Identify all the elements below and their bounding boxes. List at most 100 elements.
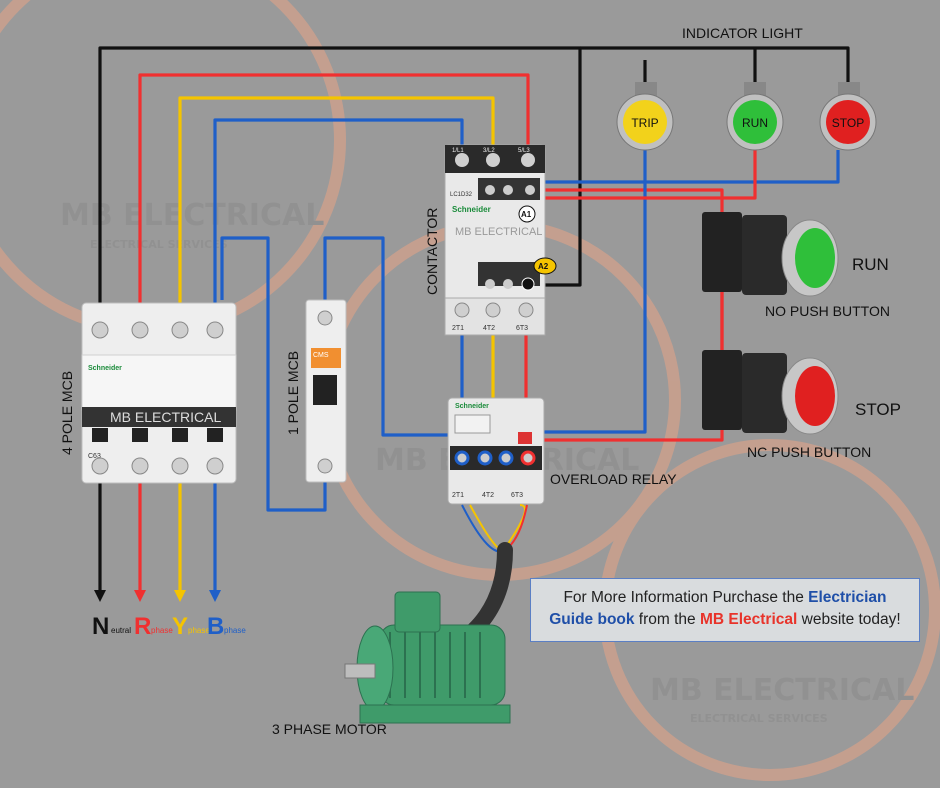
stop-button-label: STOP bbox=[855, 400, 901, 419]
mcb4-terminal-top-1 bbox=[91, 321, 109, 339]
info-line2-brand[interactable]: MB Electrical bbox=[699, 611, 798, 628]
mcb1-label-strip bbox=[311, 348, 341, 368]
mcb1-terminal-bottom bbox=[317, 458, 333, 474]
stop-push-button[interactable] bbox=[702, 350, 839, 435]
overload-terminal-3: 6T3 bbox=[511, 492, 523, 499]
info-box: For More Information Purchase the Electr… bbox=[530, 578, 920, 642]
wire-r-in bbox=[138, 73, 530, 305]
run-button-cap[interactable] bbox=[795, 228, 835, 288]
contactor-top-terminal-3: 5/L3 bbox=[518, 148, 530, 154]
arrow-b bbox=[209, 590, 221, 602]
mcb1-terminal-top bbox=[317, 310, 333, 326]
lamp-trip-label: TRIP bbox=[631, 116, 658, 130]
mcb4-toggle-2[interactable] bbox=[132, 428, 148, 442]
indicator-light-label: INDICATOR LIGHT bbox=[682, 25, 803, 41]
wire-blue-trip-lamp bbox=[540, 150, 647, 434]
watermark-sub-left: ELECTRICAL SERVICES bbox=[90, 238, 228, 251]
phase-legend: N eutral R phase Y phase B phase bbox=[92, 613, 246, 640]
lamp-run-base bbox=[744, 82, 766, 96]
contactor-aux-top-1 bbox=[485, 185, 495, 195]
phase-arrows bbox=[94, 590, 221, 602]
overload-brand: Schneider bbox=[455, 403, 489, 410]
overload-aux-3 bbox=[498, 450, 514, 466]
stop-button-cap[interactable] bbox=[795, 366, 835, 426]
contactor-terminal-top-2 bbox=[486, 153, 500, 167]
run-button-label: RUN bbox=[852, 255, 889, 274]
motor-shaft bbox=[344, 663, 376, 679]
mcb4-band bbox=[82, 407, 236, 427]
info-line2-em[interactable]: Guide book bbox=[549, 611, 635, 628]
lamp-trip-lens bbox=[623, 100, 667, 144]
lamp-stop: STOP bbox=[819, 82, 877, 151]
mcb4-label: 4 POLE MCB bbox=[59, 371, 75, 455]
mcb4-band-text: MB ELECTRICAL bbox=[110, 409, 221, 425]
contactor-terminal-top-1 bbox=[455, 153, 469, 167]
contactor-terminal-bottom-2 bbox=[485, 302, 501, 318]
contactor-label: CONTACTOR bbox=[424, 208, 440, 295]
lamp-trip-base bbox=[635, 82, 657, 96]
contactor-a1-label: A1 bbox=[521, 210, 532, 219]
mcb4-terminal-bottom-4 bbox=[206, 457, 224, 475]
mcb4-terminal-bottom-1 bbox=[91, 457, 109, 475]
watermark-brand-right: MB ELECTRICAL bbox=[650, 673, 914, 708]
mcb-1-pole: CMS bbox=[305, 299, 347, 483]
contactor-terminal-top-3 bbox=[521, 153, 535, 167]
contactor-aux-bottom-1 bbox=[485, 279, 495, 289]
mcb4-terminal-top-4 bbox=[206, 321, 224, 339]
contactor-aux-top-2 bbox=[503, 185, 513, 195]
wire-b-to-mcb1 bbox=[220, 236, 327, 512]
mcb4-toggle-1[interactable] bbox=[92, 428, 108, 442]
stop-button-contact-block bbox=[702, 350, 742, 430]
contactor-body-text: MB ELECTRICAL bbox=[455, 226, 542, 238]
info-line2-post: website today! bbox=[797, 611, 901, 628]
mcb4-label-panel bbox=[81, 354, 237, 411]
contactor-a1-terminal bbox=[518, 205, 536, 223]
wire-blue-stop-lamp bbox=[540, 150, 840, 184]
overload-relay: Schneider 2T1 4T2 6T3 bbox=[447, 397, 545, 505]
contactor-a2-terminal bbox=[521, 277, 535, 291]
wires bbox=[98, 46, 850, 590]
run-button-body bbox=[742, 215, 787, 295]
motor-base bbox=[359, 704, 511, 724]
mcb4-toggle-3[interactable] bbox=[172, 428, 188, 442]
phase-r-letter: R bbox=[134, 613, 151, 640]
mcb4-rating: C63 bbox=[88, 453, 101, 460]
wire-mcb1-to-ol bbox=[323, 236, 460, 437]
overload-terminal-1: 2T1 bbox=[452, 492, 464, 499]
contactor-terminal-bottom-1 bbox=[454, 302, 470, 318]
phase-n-suffix: eutral bbox=[111, 626, 131, 635]
overload-terminal-2: 4T2 bbox=[482, 492, 494, 499]
contactor-bottom-terminal-1: 2T1 bbox=[452, 325, 464, 332]
motor-terminal-box bbox=[394, 591, 441, 633]
contactor-bottom-terminal-2: 4T2 bbox=[483, 325, 495, 332]
overload-reset-button[interactable] bbox=[518, 432, 532, 444]
contactor-aux-top-3 bbox=[525, 185, 535, 195]
wire-red-run-lamp bbox=[540, 150, 757, 200]
info-line1-em[interactable]: Electrician bbox=[808, 589, 887, 606]
mcb-4-pole: MB ELECTRICAL Schneider C63 bbox=[81, 302, 237, 484]
mcb4-terminal-bottom-2 bbox=[131, 457, 149, 475]
mcb1-toggle[interactable] bbox=[313, 375, 337, 405]
overload-relay-label: OVERLOAD RELAY bbox=[550, 471, 677, 487]
overload-aux-1 bbox=[454, 450, 470, 466]
phase-y-letter: Y bbox=[172, 613, 188, 640]
mcb4-toggle-4[interactable] bbox=[207, 428, 223, 442]
wire-y-in bbox=[178, 96, 495, 305]
lamp-stop-lens bbox=[826, 100, 870, 144]
mcb4-brand: Schneider bbox=[88, 365, 122, 372]
watermark-sub-right: ELECTRICAL SERVICES bbox=[690, 712, 828, 725]
arrow-y bbox=[174, 590, 186, 602]
mcb1-label: 1 POLE MCB bbox=[285, 351, 301, 435]
phase-n-letter: N bbox=[92, 613, 109, 640]
phase-b-suffix: phase bbox=[224, 626, 246, 635]
mcb1-brand: CMS bbox=[313, 352, 329, 359]
mcb4-terminal-top-2 bbox=[131, 321, 149, 339]
run-push-button[interactable] bbox=[702, 212, 839, 297]
contactor-terminal-bottom-3 bbox=[518, 302, 534, 318]
contactor-top-terminal-1: 1/L1 bbox=[452, 148, 464, 154]
phase-r-suffix: phase bbox=[151, 626, 173, 635]
lamp-run-label: RUN bbox=[742, 116, 768, 130]
contactor-model: LC1D32 bbox=[450, 192, 473, 198]
motor-body bbox=[379, 624, 506, 706]
overload-dial[interactable] bbox=[454, 414, 491, 434]
